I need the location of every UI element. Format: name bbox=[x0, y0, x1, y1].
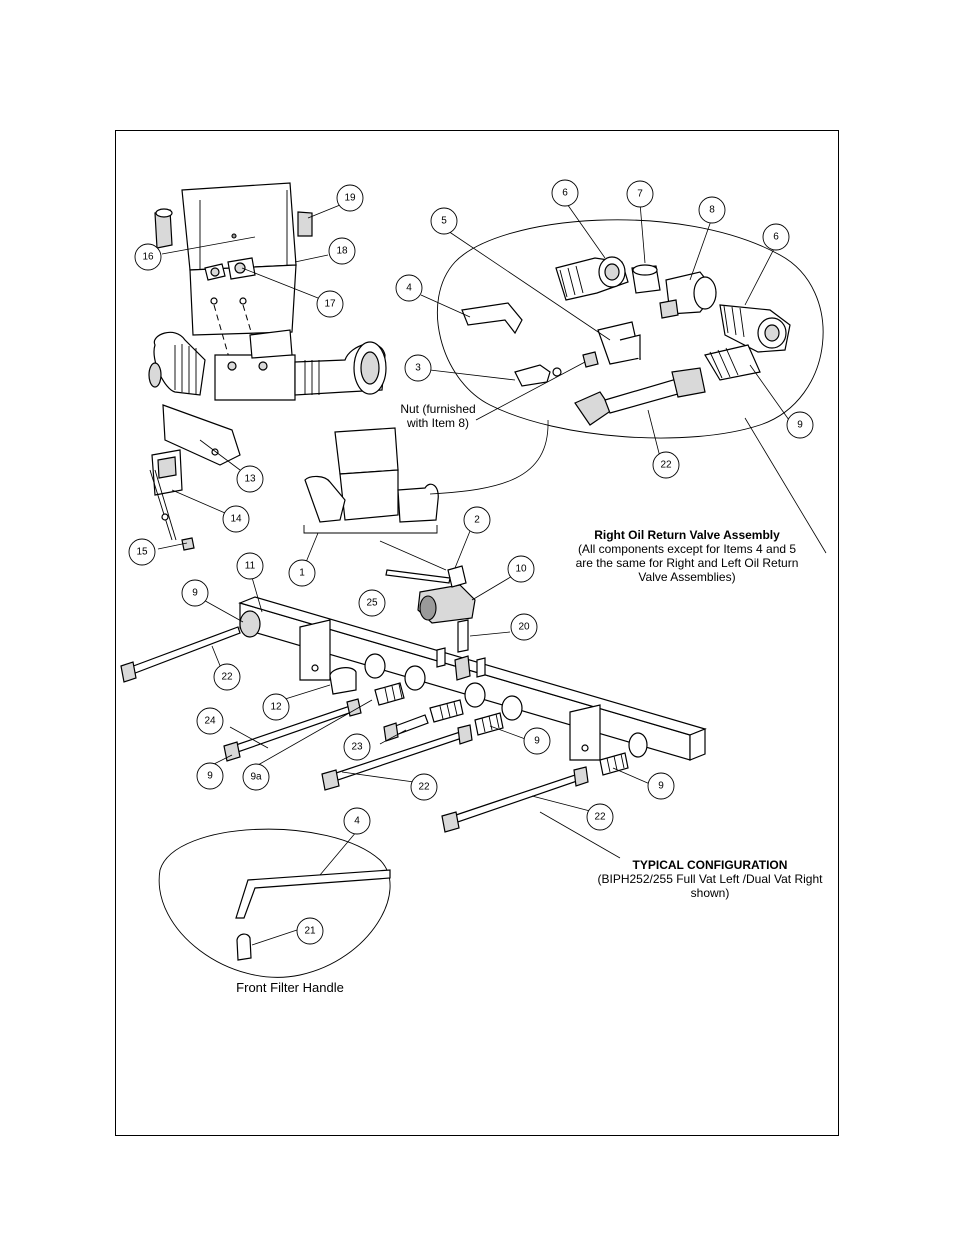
callout-18: 18 bbox=[328, 237, 356, 265]
svg-text:14: 14 bbox=[230, 514, 242, 525]
callout-6b: 6 bbox=[762, 223, 790, 251]
callout-9c: 9 bbox=[523, 727, 551, 755]
callout-10: 10 bbox=[507, 555, 535, 583]
switch-bracket-group bbox=[149, 404, 241, 551]
typical-line1: (BIPH252/255 Full Vat Left /Dual Vat Rig… bbox=[597, 872, 823, 886]
svg-text:4: 4 bbox=[406, 283, 412, 294]
svg-text:24: 24 bbox=[204, 716, 216, 727]
callout-5: 5 bbox=[430, 207, 458, 235]
callout-21: 21 bbox=[296, 917, 324, 945]
callout-4-handle: 4 bbox=[343, 807, 371, 835]
svg-text:1: 1 bbox=[299, 568, 305, 579]
svg-text:23: 23 bbox=[351, 742, 363, 753]
callout-8: 8 bbox=[698, 196, 726, 224]
svg-text:5: 5 bbox=[441, 216, 447, 227]
nut-note-line2: with Item 8) bbox=[406, 416, 469, 430]
callout-9e: 9 bbox=[196, 762, 224, 790]
svg-text:20: 20 bbox=[518, 622, 530, 633]
callout-3: 3 bbox=[404, 354, 432, 382]
right-valve-line1: (All components except for Items 4 and 5 bbox=[577, 542, 797, 556]
svg-text:3: 3 bbox=[415, 363, 421, 374]
svg-text:19: 19 bbox=[344, 193, 356, 204]
nut-note: Nut (furnished with Item 8) bbox=[390, 402, 486, 430]
svg-text:7: 7 bbox=[637, 189, 643, 200]
svg-text:6: 6 bbox=[562, 188, 568, 199]
svg-text:6: 6 bbox=[773, 232, 779, 243]
callout-24: 24 bbox=[196, 707, 224, 735]
svg-text:9: 9 bbox=[797, 420, 803, 431]
svg-text:17: 17 bbox=[324, 299, 336, 310]
typical-line2: shown) bbox=[690, 886, 730, 900]
svg-text:2: 2 bbox=[474, 515, 480, 526]
callout-20: 20 bbox=[510, 613, 538, 641]
svg-text:22: 22 bbox=[660, 460, 672, 471]
callout-19: 19 bbox=[336, 184, 364, 212]
callout-9d: 9 bbox=[647, 772, 675, 800]
right-valve-parts bbox=[461, 256, 791, 426]
svg-text:15: 15 bbox=[136, 547, 148, 558]
typical-config-caption: TYPICAL CONFIGURATION (BIPH252/255 Full … bbox=[580, 858, 840, 900]
svg-text:22: 22 bbox=[418, 782, 430, 793]
callout-22a: 22 bbox=[652, 451, 680, 479]
leader-lines bbox=[157, 200, 827, 946]
svg-text:9: 9 bbox=[534, 736, 540, 747]
front-filter-handle-drawing bbox=[235, 869, 391, 961]
callout-6: 6 bbox=[551, 179, 579, 207]
tubes-and-fittings bbox=[120, 626, 629, 833]
front-filter-label: Front Filter Handle bbox=[236, 980, 344, 995]
nut-note-line1: Nut (furnished bbox=[400, 402, 476, 416]
svg-text:13: 13 bbox=[244, 474, 256, 485]
callout-9b: 9 bbox=[181, 579, 209, 607]
front-filter-boundary bbox=[158, 828, 391, 978]
svg-text:9: 9 bbox=[658, 781, 664, 792]
callout-17: 17 bbox=[316, 290, 344, 318]
callout-9a-item: 9a bbox=[242, 763, 270, 791]
svg-text:10: 10 bbox=[515, 564, 527, 575]
valve-box-assembly bbox=[148, 182, 387, 401]
callout-2: 2 bbox=[463, 506, 491, 534]
assembled-valve-view bbox=[303, 427, 439, 534]
callout-11: 11 bbox=[236, 552, 264, 580]
svg-text:22: 22 bbox=[221, 672, 233, 683]
callout-22c: 22 bbox=[410, 773, 438, 801]
svg-text:22: 22 bbox=[594, 812, 606, 823]
callout-15: 15 bbox=[128, 538, 156, 566]
right-valve-title: Right Oil Return Valve Assembly bbox=[594, 528, 780, 542]
callout-16: 16 bbox=[134, 243, 162, 271]
callout-22d: 22 bbox=[586, 803, 614, 831]
svg-text:12: 12 bbox=[270, 702, 282, 713]
front-filter-caption: Front Filter Handle bbox=[220, 981, 360, 995]
callout-9a: 9 bbox=[786, 411, 814, 439]
svg-text:9a: 9a bbox=[250, 772, 262, 783]
svg-text:8: 8 bbox=[709, 205, 715, 216]
callout-14: 14 bbox=[222, 505, 250, 533]
right-valve-line3: Valve Assemblies) bbox=[638, 570, 736, 584]
callout-23: 23 bbox=[343, 733, 371, 761]
typical-title: TYPICAL CONFIGURATION bbox=[632, 858, 788, 872]
callout-7: 7 bbox=[626, 180, 654, 208]
solenoid-group bbox=[385, 565, 476, 653]
svg-text:21: 21 bbox=[304, 926, 316, 937]
callout-12: 12 bbox=[262, 693, 290, 721]
callout-4: 4 bbox=[395, 274, 423, 302]
svg-text:18: 18 bbox=[336, 246, 348, 257]
svg-text:9: 9 bbox=[192, 588, 198, 599]
right-valve-line2: are the same for Right and Left Oil Retu… bbox=[575, 556, 799, 570]
drawing-frame bbox=[115, 130, 839, 1136]
callout-13: 13 bbox=[236, 465, 264, 493]
callout-25: 25 bbox=[358, 589, 386, 617]
svg-text:16: 16 bbox=[142, 252, 154, 263]
svg-text:11: 11 bbox=[245, 561, 256, 572]
svg-text:9: 9 bbox=[207, 771, 213, 782]
manifold-bar bbox=[238, 596, 707, 761]
callout-22b: 22 bbox=[213, 663, 241, 691]
right-valve-boundary bbox=[436, 219, 824, 439]
right-valve-caption: Right Oil Return Valve Assembly (All com… bbox=[562, 528, 812, 584]
svg-text:25: 25 bbox=[366, 598, 378, 609]
svg-text:4: 4 bbox=[354, 816, 360, 827]
callout-1: 1 bbox=[288, 559, 316, 587]
